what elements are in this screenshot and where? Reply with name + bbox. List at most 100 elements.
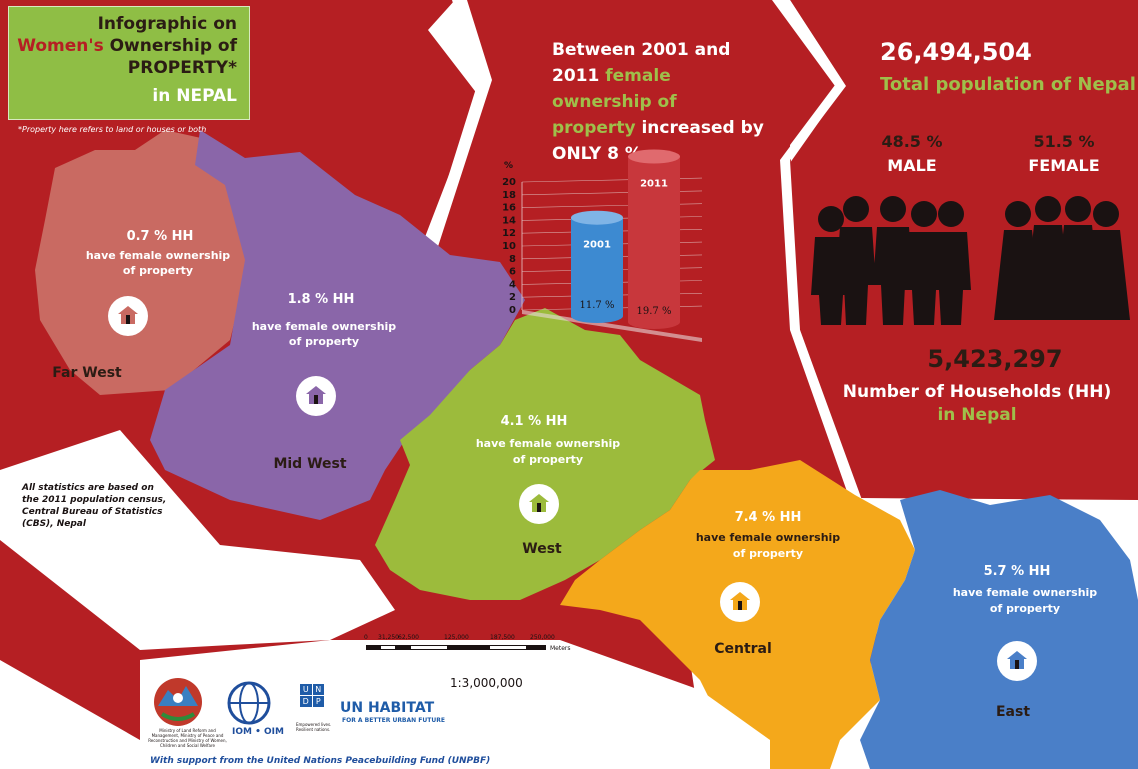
title-women-highlight: Women's xyxy=(17,36,104,56)
scale-tick-4: 187,500 xyxy=(490,634,515,641)
east-desc-1: have female ownership xyxy=(952,586,1098,599)
comparison-line-4: property increased by xyxy=(552,118,764,138)
undp-caption: Empowered lives. Resilient nations. xyxy=(296,722,332,732)
un-habitat-tagline: FOR A BETTER URBAN FUTURE xyxy=(342,717,445,724)
west-house-icon xyxy=(519,484,559,524)
chart-ytick-10: 20 xyxy=(502,177,516,188)
chart-ytick-9: 18 xyxy=(502,190,516,201)
west-percent: 4.1 % HH xyxy=(500,414,568,429)
total-population-label: Total population of Nepal xyxy=(880,74,1136,95)
scale-bar-segment-2 xyxy=(411,646,447,649)
bar-2011 xyxy=(628,156,680,322)
bar-category-label-2011: 2011 xyxy=(640,179,668,190)
title-line-4: in NEPAL xyxy=(152,86,237,106)
west-desc-1: have female ownership xyxy=(475,437,621,450)
comparison-increased: increased by xyxy=(641,118,764,138)
comparison-line-5: ONLY 8 % xyxy=(552,144,642,164)
comparison-line-3: ownership of xyxy=(552,92,677,112)
central-desc-1: have female ownership xyxy=(695,531,841,544)
far-west-name: Far West xyxy=(52,365,122,381)
comparison-line-2: 2011 female xyxy=(552,66,671,86)
chart-ytick-2: 4 xyxy=(509,279,516,290)
comparison-female: female xyxy=(605,66,671,86)
region-west-shape xyxy=(375,308,715,600)
government-caption: Ministry of Land Reform and Management, … xyxy=(148,728,227,748)
scale-bar-segment-1 xyxy=(381,646,395,649)
male-figures-icon xyxy=(811,196,971,325)
mid-west-name: Mid West xyxy=(273,456,347,472)
female-percent: 51.5 % xyxy=(1033,132,1095,151)
mid-west-desc-2: of property xyxy=(288,335,360,348)
bar-value-label-2001: 11.7 % xyxy=(580,300,615,311)
west-desc-2: of property xyxy=(512,453,584,466)
lower-left-white-band xyxy=(0,430,395,650)
central-percent: 7.4 % HH xyxy=(734,510,802,525)
nepal-government-emblem-icon xyxy=(154,678,202,726)
bottom-logo-band xyxy=(140,640,770,769)
chart-ytick-5: 10 xyxy=(502,241,516,252)
bar-base-2011 xyxy=(628,315,680,329)
undp-letter-d: D xyxy=(300,696,312,707)
region-mid-west-shape xyxy=(150,130,525,520)
bar-base-2001 xyxy=(571,309,623,323)
title-line-2: Women's Ownership of xyxy=(17,35,237,57)
iom-label: IOM • OIM xyxy=(232,727,284,737)
title-line-1: Infographic on xyxy=(97,14,237,34)
property-footnote: *Property here refers to land or houses … xyxy=(18,125,207,134)
chart-ytick-3: 6 xyxy=(509,267,516,278)
scale-unit: Meters xyxy=(550,645,571,652)
scale-tick-1: 31,250 xyxy=(378,634,399,641)
region-east-shape xyxy=(860,490,1138,769)
mid-west-percent: 1.8 % HH xyxy=(287,292,355,307)
male-percent: 48.5 % xyxy=(881,132,943,151)
undp-letter-u: U xyxy=(300,684,312,695)
far-west-percent: 0.7 % HH xyxy=(126,229,194,244)
central-bottom-extension xyxy=(770,740,840,769)
iom-globe-icon xyxy=(227,681,271,725)
census-source-note: All statistics are based on the 2011 pop… xyxy=(22,483,167,529)
region-far-west-shape xyxy=(35,130,248,395)
scale-ratio: 1:3,000,000 xyxy=(450,676,523,690)
scale-tick-3: 125,000 xyxy=(444,634,469,641)
title-line-3: PROPERTY* xyxy=(127,58,237,78)
title-box: Infographic on Women's Ownership of PROP… xyxy=(8,6,250,120)
unpbf-support-text: With support from the United Nations Pea… xyxy=(150,756,491,766)
chart-ytick-7: 14 xyxy=(502,215,516,226)
chart-ylabel: % xyxy=(504,161,513,171)
undp-logo: U N D P xyxy=(300,684,324,724)
east-percent: 5.7 % HH xyxy=(983,564,1051,579)
bar-top-2011 xyxy=(628,149,680,164)
bar-top-2001 xyxy=(571,210,623,225)
far-west-house-icon xyxy=(108,296,148,336)
bar-category-label-2001: 2001 xyxy=(583,240,611,251)
comparison-property: property xyxy=(552,118,636,138)
east-desc-2: of property xyxy=(989,602,1061,615)
scale-bar-base xyxy=(366,645,546,650)
east-name: East xyxy=(995,704,1031,720)
scale-tick-5: 250,000 xyxy=(530,634,555,641)
scale-bar-segment-3 xyxy=(490,646,526,649)
central-house-icon xyxy=(720,582,760,622)
west-name: West xyxy=(522,541,562,557)
far-west-desc-1: have female ownership xyxy=(85,249,231,262)
central-name: Central xyxy=(714,641,772,657)
title-ownership: Ownership of xyxy=(109,36,237,56)
undp-letter-n: N xyxy=(312,684,324,695)
separator-left xyxy=(424,0,492,262)
far-west-desc-2: of property xyxy=(122,264,194,277)
comparison-year-2011: 2011 xyxy=(552,66,600,86)
total-population: 26,494,504 xyxy=(880,38,1032,66)
central-desc-2: of property xyxy=(732,547,804,560)
un-habitat-logo: UN HABITAT xyxy=(340,700,435,716)
female-label: FEMALE xyxy=(1028,156,1100,175)
chart-ytick-1: 2 xyxy=(509,292,516,303)
undp-letter-p: P xyxy=(312,696,324,707)
households-label-nepal: in Nepal xyxy=(937,405,1017,425)
